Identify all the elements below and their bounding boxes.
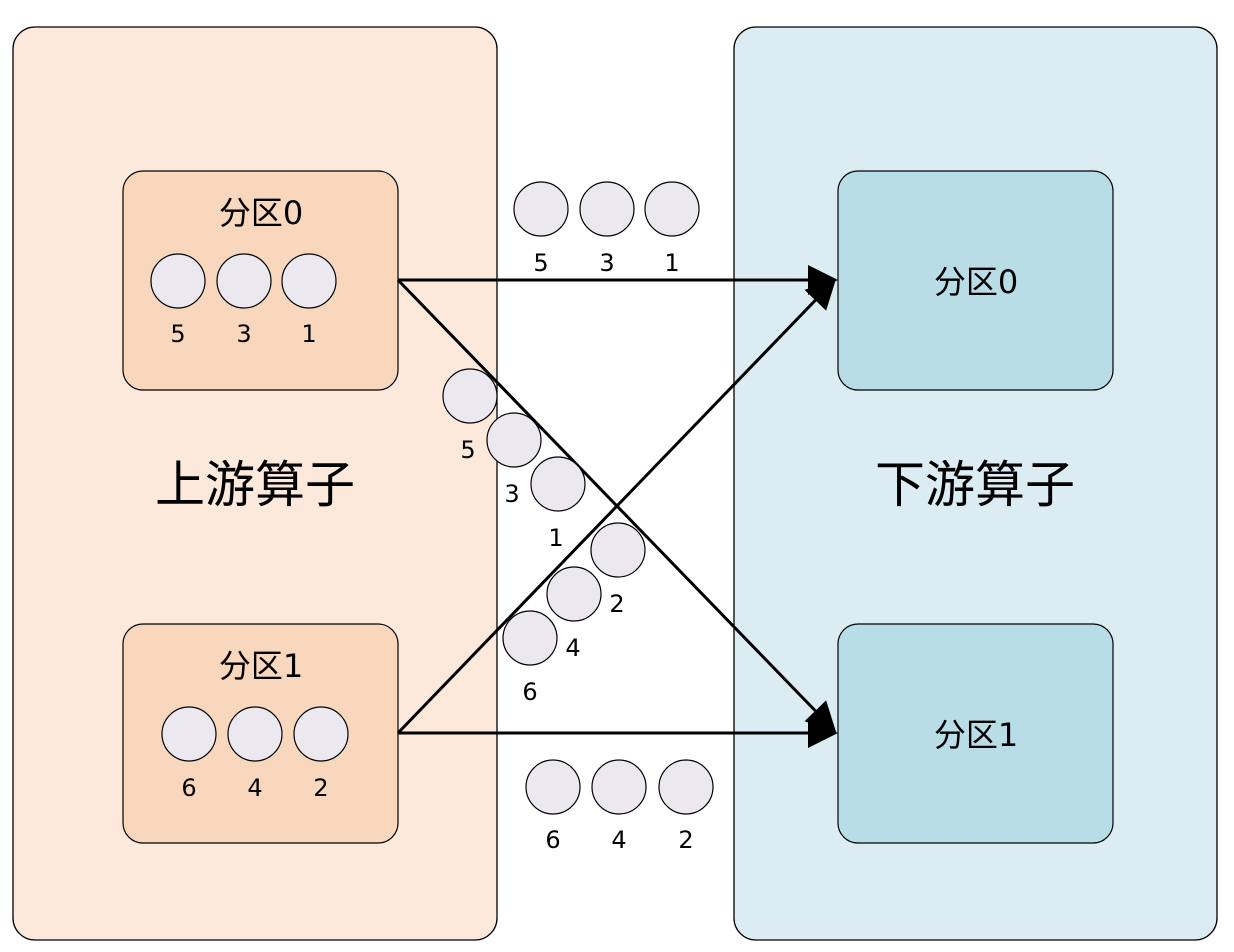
upstream-partition-1-record-circle bbox=[293, 706, 349, 762]
upstream-partition-1-record-circle bbox=[227, 706, 283, 762]
flow-0-record-circle bbox=[644, 181, 700, 237]
upstream-partition-0-record-circle bbox=[281, 253, 337, 309]
upstream-partition-0-record-label: 1 bbox=[301, 320, 316, 348]
flow-2-record-label: 2 bbox=[609, 590, 624, 618]
flow-arrow-p1-to-p0 bbox=[396, 278, 837, 735]
flow-arrow-p0-to-p1 bbox=[396, 278, 837, 733]
flow-0-record-circle bbox=[513, 181, 569, 237]
upstream-partition-1-record-label: 6 bbox=[181, 774, 196, 802]
flow-1-record-label: 1 bbox=[548, 524, 563, 552]
flow-3-record-label: 4 bbox=[611, 826, 626, 854]
upstream-partition-0-record-label: 5 bbox=[170, 320, 185, 348]
upstream-partition-1-label: 分区1 bbox=[219, 647, 303, 685]
upstream-partition-0-label: 分区0 bbox=[219, 194, 303, 232]
flow-2-record-label: 6 bbox=[522, 678, 537, 706]
upstream-partition-1-record-label: 4 bbox=[247, 774, 262, 802]
downstream-partition-1-box bbox=[837, 623, 1114, 844]
downstream-operator-title: 下游算子 bbox=[875, 456, 1075, 514]
downstream-partition-0-box bbox=[837, 170, 1114, 391]
flow-1-record-label: 5 bbox=[460, 436, 475, 464]
upstream-partition-0-record-label: 3 bbox=[236, 320, 251, 348]
upstream-partition-0-record-circle bbox=[216, 253, 272, 309]
flow-3-record-label: 2 bbox=[678, 826, 693, 854]
upstream-partition-0-record-circle bbox=[150, 253, 206, 309]
flow-3-record-circle bbox=[658, 759, 714, 815]
flow-2-record-circle bbox=[502, 610, 558, 666]
flow-3-record-circle bbox=[525, 759, 581, 815]
upstream-partition-1-record-circle bbox=[161, 706, 217, 762]
flow-0-record-label: 1 bbox=[664, 249, 679, 277]
flow-1-record-circle bbox=[486, 412, 542, 468]
flow-2-record-circle bbox=[546, 566, 602, 622]
flow-1-record-circle bbox=[530, 456, 586, 512]
upstream-operator-title: 上游算子 bbox=[155, 456, 355, 514]
flow-1-record-label: 3 bbox=[504, 480, 519, 508]
downstream-partition-1-label: 分区1 bbox=[934, 716, 1018, 754]
flow-0-record-label: 3 bbox=[599, 249, 614, 277]
flow-2-record-label: 4 bbox=[565, 634, 580, 662]
upstream-partition-1-record-label: 2 bbox=[313, 774, 328, 802]
flow-0-record-circle bbox=[579, 181, 635, 237]
downstream-partition-0-label: 分区0 bbox=[934, 263, 1018, 301]
flow-2-record-circle bbox=[590, 522, 646, 578]
flow-3-record-label: 6 bbox=[545, 826, 560, 854]
flow-0-record-label: 5 bbox=[533, 249, 548, 277]
flow-3-record-circle bbox=[591, 759, 647, 815]
flow-1-record-circle bbox=[442, 368, 498, 424]
